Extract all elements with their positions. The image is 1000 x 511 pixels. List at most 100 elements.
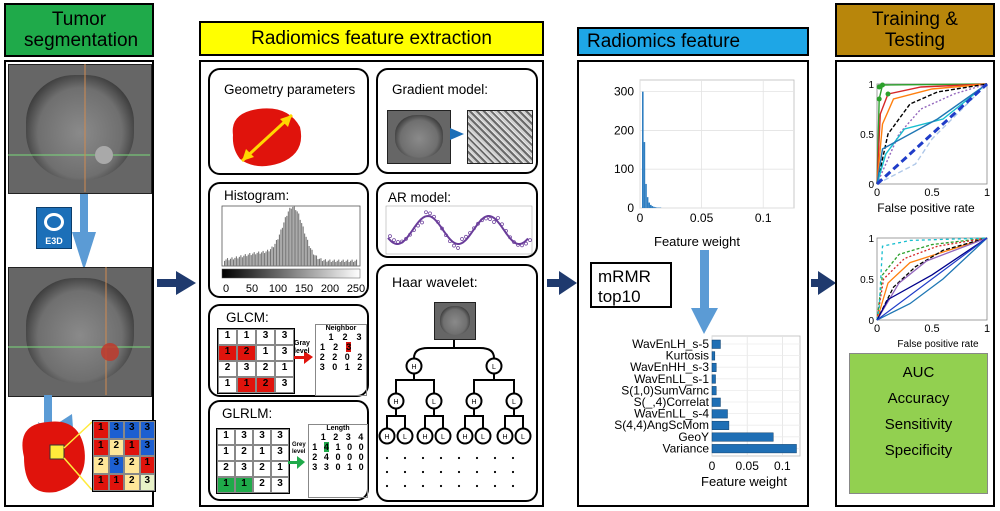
histogram-bar [333, 259, 335, 266]
histogram-bar [268, 251, 270, 266]
haar-edge [424, 409, 435, 429]
histogram-bar [307, 239, 309, 266]
histogram-bar [237, 258, 239, 266]
metric-sensitivity: Sensitivity [884, 416, 953, 433]
ar-sample-point [412, 228, 416, 232]
roc-diagonal [875, 82, 989, 186]
glrlm-value: 1 [335, 442, 341, 452]
histogram-bar [290, 208, 292, 266]
haar-node-label: L [492, 364, 496, 371]
histogram-bar [224, 260, 226, 266]
histogram-bar [326, 261, 328, 266]
glrlm-value: 0 [347, 452, 353, 462]
histogram-bar [295, 210, 297, 266]
hist-bar [643, 142, 646, 208]
histogram-bar [281, 227, 283, 266]
glrlm-box: GLRLM: 1 3 3 3 1 2 1 3 2 3 2 1 1 1 2 3 G… [208, 400, 369, 501]
mrmr-arrow [691, 250, 718, 334]
metric-accuracy: Accuracy [887, 390, 950, 407]
histogram-tick: 200 [321, 283, 339, 295]
ar-sample-point [420, 220, 424, 225]
ar-sample-point [468, 231, 472, 235]
histogram-bar [225, 259, 227, 266]
ar-sample-point [508, 235, 512, 240]
feature-bar [711, 386, 717, 396]
ar-sample-point [464, 234, 468, 239]
histogram-bar [287, 211, 289, 266]
ar-sample-point [460, 237, 464, 241]
haar-node [465, 392, 483, 410]
e3d-logo: E3D [36, 207, 72, 249]
hist-xlabel: Feature weight [654, 234, 740, 249]
glrlm-cell: 2 [235, 445, 253, 461]
hist-bar [653, 206, 655, 208]
haar-node [474, 427, 492, 445]
haar-node-label: H [411, 364, 416, 371]
glrlm-cell: 3 [235, 429, 253, 445]
histogram-bar [280, 229, 282, 266]
ar-model-box: AR model: [376, 182, 538, 258]
histogram-bar [238, 256, 240, 266]
haar-node [396, 427, 414, 445]
histogram-bar [350, 260, 352, 266]
bar-xtick: 0 [709, 459, 716, 473]
haar-edge [395, 374, 415, 393]
histogram-tick: 250 [347, 283, 365, 295]
glcm-cell: 3 [275, 377, 294, 393]
glrlm-cell: 1 [271, 461, 289, 477]
glcm-cell: 2 [237, 345, 256, 361]
glcm-cell: 1 [218, 377, 237, 393]
haar-label: Haar wavelet: [392, 274, 478, 290]
roc-curve [876, 237, 988, 321]
haar-node-label: L [403, 434, 407, 441]
histogram-bar [246, 256, 248, 266]
glrlm-label: GLRLM: [222, 406, 273, 421]
histogram-bar [253, 252, 255, 266]
ar-sample-point [500, 222, 504, 227]
glcm-label: GLCM: [226, 310, 269, 325]
histogram-bar [262, 250, 264, 266]
haar-ellipsis-dot [493, 470, 497, 474]
glcm-cell: 1 [256, 345, 275, 361]
haar-ellipsis-dot [457, 456, 461, 460]
roc-marker [876, 96, 882, 102]
metric-auc: AUC [902, 364, 935, 381]
histogram-bar [247, 254, 249, 266]
ar-sample-point [424, 210, 428, 215]
glrlm-gray-label: Grey level [292, 442, 306, 455]
feature-name: Kurtosis [666, 349, 709, 363]
glcm-gray-label: Gray level [294, 340, 310, 355]
glrlm-cell: 1 [217, 445, 235, 461]
hist-ytick: 300 [614, 85, 634, 99]
haar-node [405, 357, 423, 375]
histogram-bar [336, 260, 338, 266]
header-label: Training & Testing [872, 9, 958, 51]
glcm-cell: 1 [237, 329, 256, 345]
histogram-bar [283, 222, 285, 266]
mrmr-box: mRMR top10 [590, 262, 672, 308]
glcm-neighbor-label: Neighbor [325, 325, 357, 332]
haar-node [425, 392, 443, 410]
hist-bar [646, 197, 649, 208]
glrlm-value: 0 [358, 452, 364, 462]
glcm-cell: 2 [256, 377, 275, 393]
gradient-arrow [450, 128, 464, 140]
cooc-cell: 2 [357, 362, 363, 372]
histogram-bar [250, 255, 252, 266]
feature-bar [711, 351, 716, 361]
gradient-label: Gradient model: [392, 82, 489, 97]
feature-name: GeoY [678, 430, 709, 444]
seg-cell: 1 [108, 473, 124, 491]
glrlm-length-label: Length [326, 425, 350, 432]
haar-ellipsis-dot [403, 470, 407, 474]
ar-sample-point [456, 246, 460, 250]
mrmr-label: mRMR top10 [598, 267, 651, 306]
haar-edge [464, 409, 475, 429]
histogram-bar [329, 259, 331, 266]
histogram-bar [234, 257, 236, 266]
glcm-cell: 2 [256, 361, 275, 377]
haar-ellipsis-dot [385, 484, 389, 488]
